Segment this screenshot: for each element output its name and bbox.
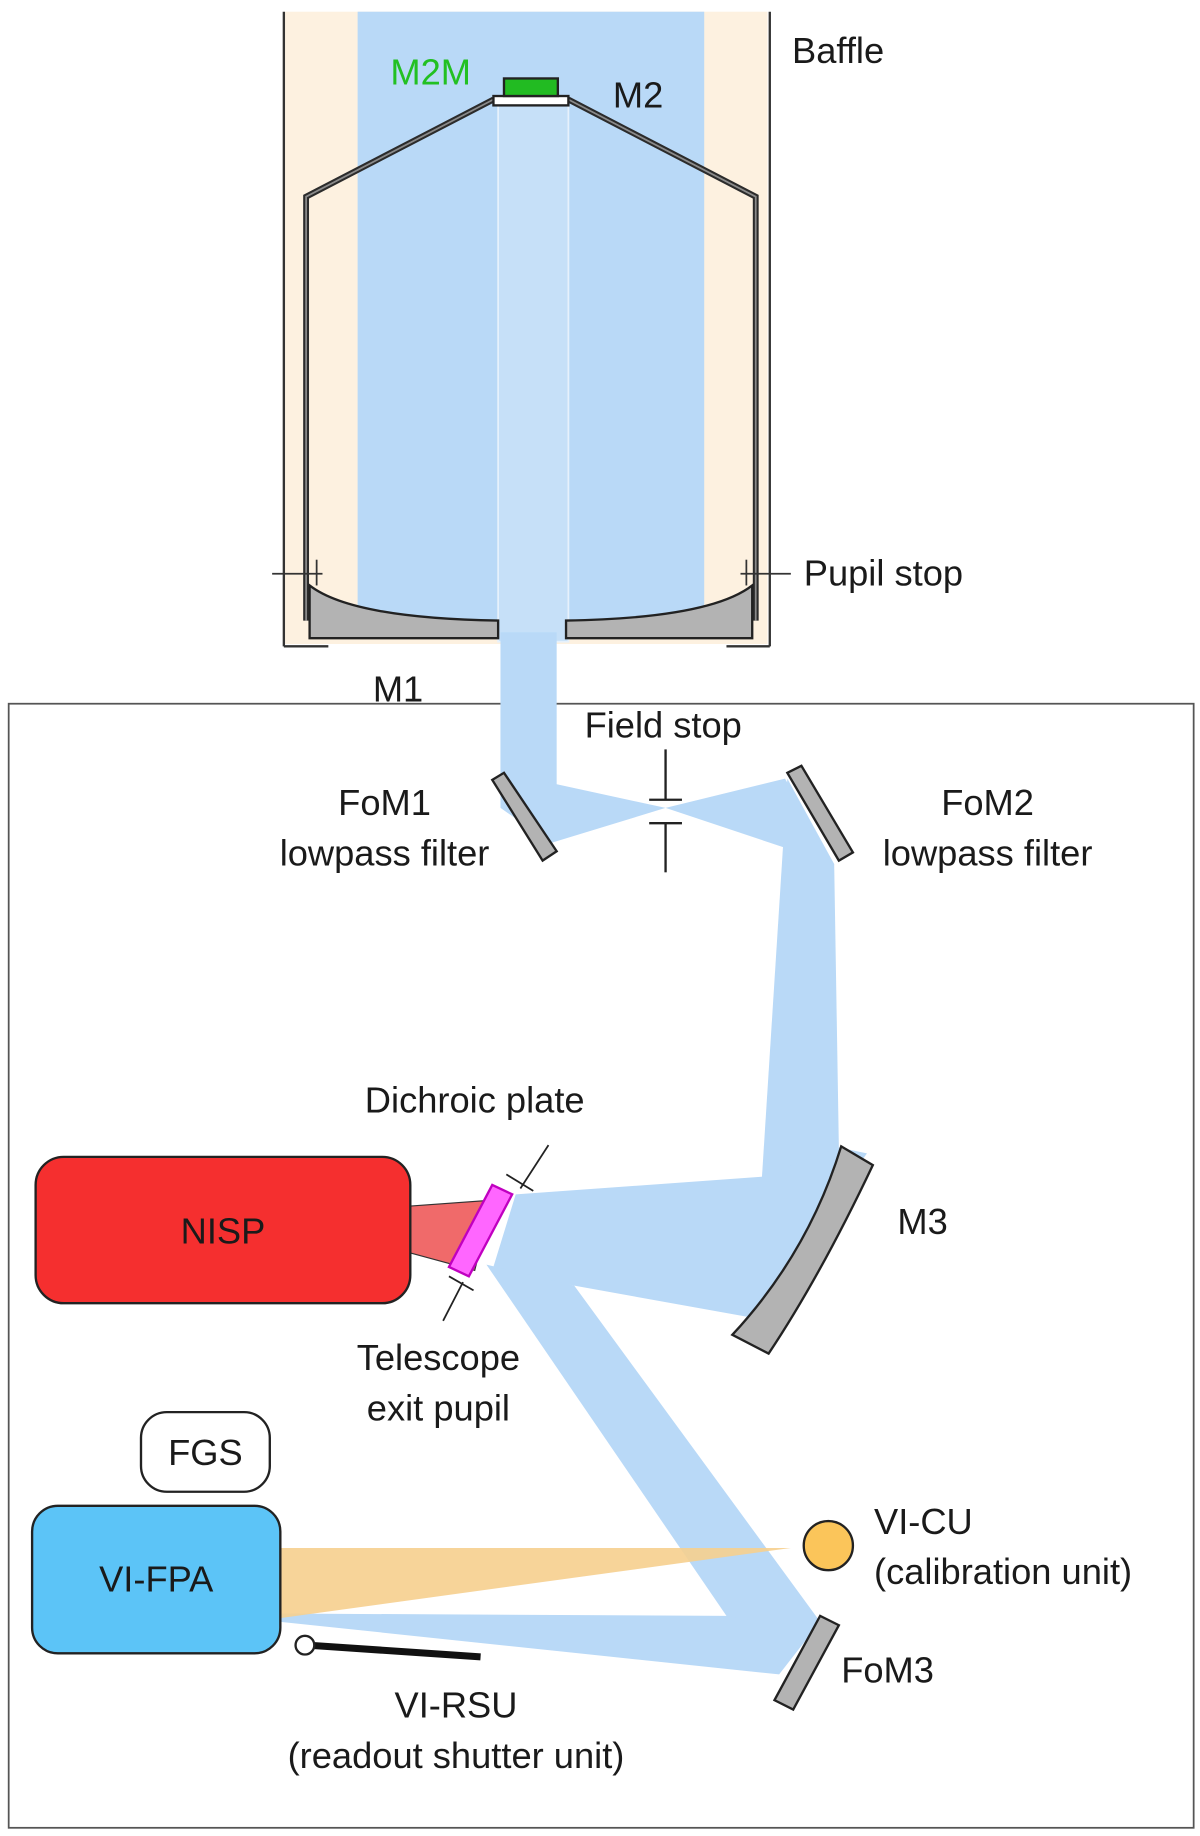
label-vi-cu-name: VI-CU bbox=[874, 1501, 973, 1542]
m1-mirror bbox=[308, 583, 754, 640]
vi-cu-lamp bbox=[802, 1519, 855, 1572]
pupil-stop-markers bbox=[272, 559, 791, 586]
label-fom1-name: FoM1 bbox=[338, 782, 431, 823]
fom2-mirror bbox=[785, 764, 855, 863]
label-fgs: FGS bbox=[168, 1432, 243, 1473]
instrument-bay-frame bbox=[7, 702, 1195, 1829]
label-telescope-exit-pupil-1: Telescope bbox=[357, 1337, 520, 1378]
label-fom1-desc: lowpass filter bbox=[280, 832, 490, 873]
label-vi-cu-desc: (calibration unit) bbox=[874, 1551, 1132, 1592]
label-m1: M1 bbox=[373, 668, 423, 709]
m2-assembly bbox=[303, 77, 759, 621]
dichroic-plate bbox=[447, 1183, 514, 1278]
fom1-mirror bbox=[490, 771, 559, 863]
label-fom2-desc: lowpass filter bbox=[883, 832, 1093, 873]
label-m3: M3 bbox=[897, 1201, 947, 1242]
m1-left-half bbox=[308, 583, 500, 640]
label-m2m: M2M bbox=[390, 51, 471, 92]
label-fom2-name: FoM2 bbox=[941, 782, 1034, 823]
fom3-mirror bbox=[772, 1614, 841, 1712]
label-dichroic-plate: Dichroic plate bbox=[365, 1079, 585, 1120]
label-pupil-stop: Pupil stop bbox=[804, 552, 963, 593]
label-vi-rsu-name: VI-RSU bbox=[394, 1685, 517, 1726]
label-telescope-exit-pupil-2: exit pupil bbox=[367, 1387, 510, 1428]
vi-fpa-box bbox=[30, 1504, 282, 1655]
label-baffle: Baffle bbox=[792, 30, 884, 71]
field-stop-marker bbox=[649, 749, 682, 873]
beam-path bbox=[279, 702, 867, 1675]
fgs-box bbox=[139, 1410, 271, 1493]
label-vi-rsu-desc: (readout shutter unit) bbox=[288, 1735, 625, 1776]
m1-right-half bbox=[564, 583, 754, 640]
label-nisp: NISP bbox=[181, 1211, 266, 1252]
label-field-stop: Field stop bbox=[585, 705, 742, 746]
m3-mirror bbox=[730, 1144, 875, 1356]
nisp-box bbox=[34, 1155, 412, 1305]
m2m-mechanism bbox=[502, 77, 560, 98]
label-m2: M2 bbox=[613, 75, 663, 116]
central-beam-m2-to-m1 bbox=[497, 102, 570, 643]
exit-pupil-markers bbox=[442, 1144, 550, 1322]
m2-mirror bbox=[492, 94, 570, 107]
label-fom3: FoM3 bbox=[841, 1650, 934, 1691]
label-vi-fpa: VI-FPA bbox=[99, 1558, 214, 1599]
vi-rsu-shutter bbox=[294, 1634, 481, 1661]
